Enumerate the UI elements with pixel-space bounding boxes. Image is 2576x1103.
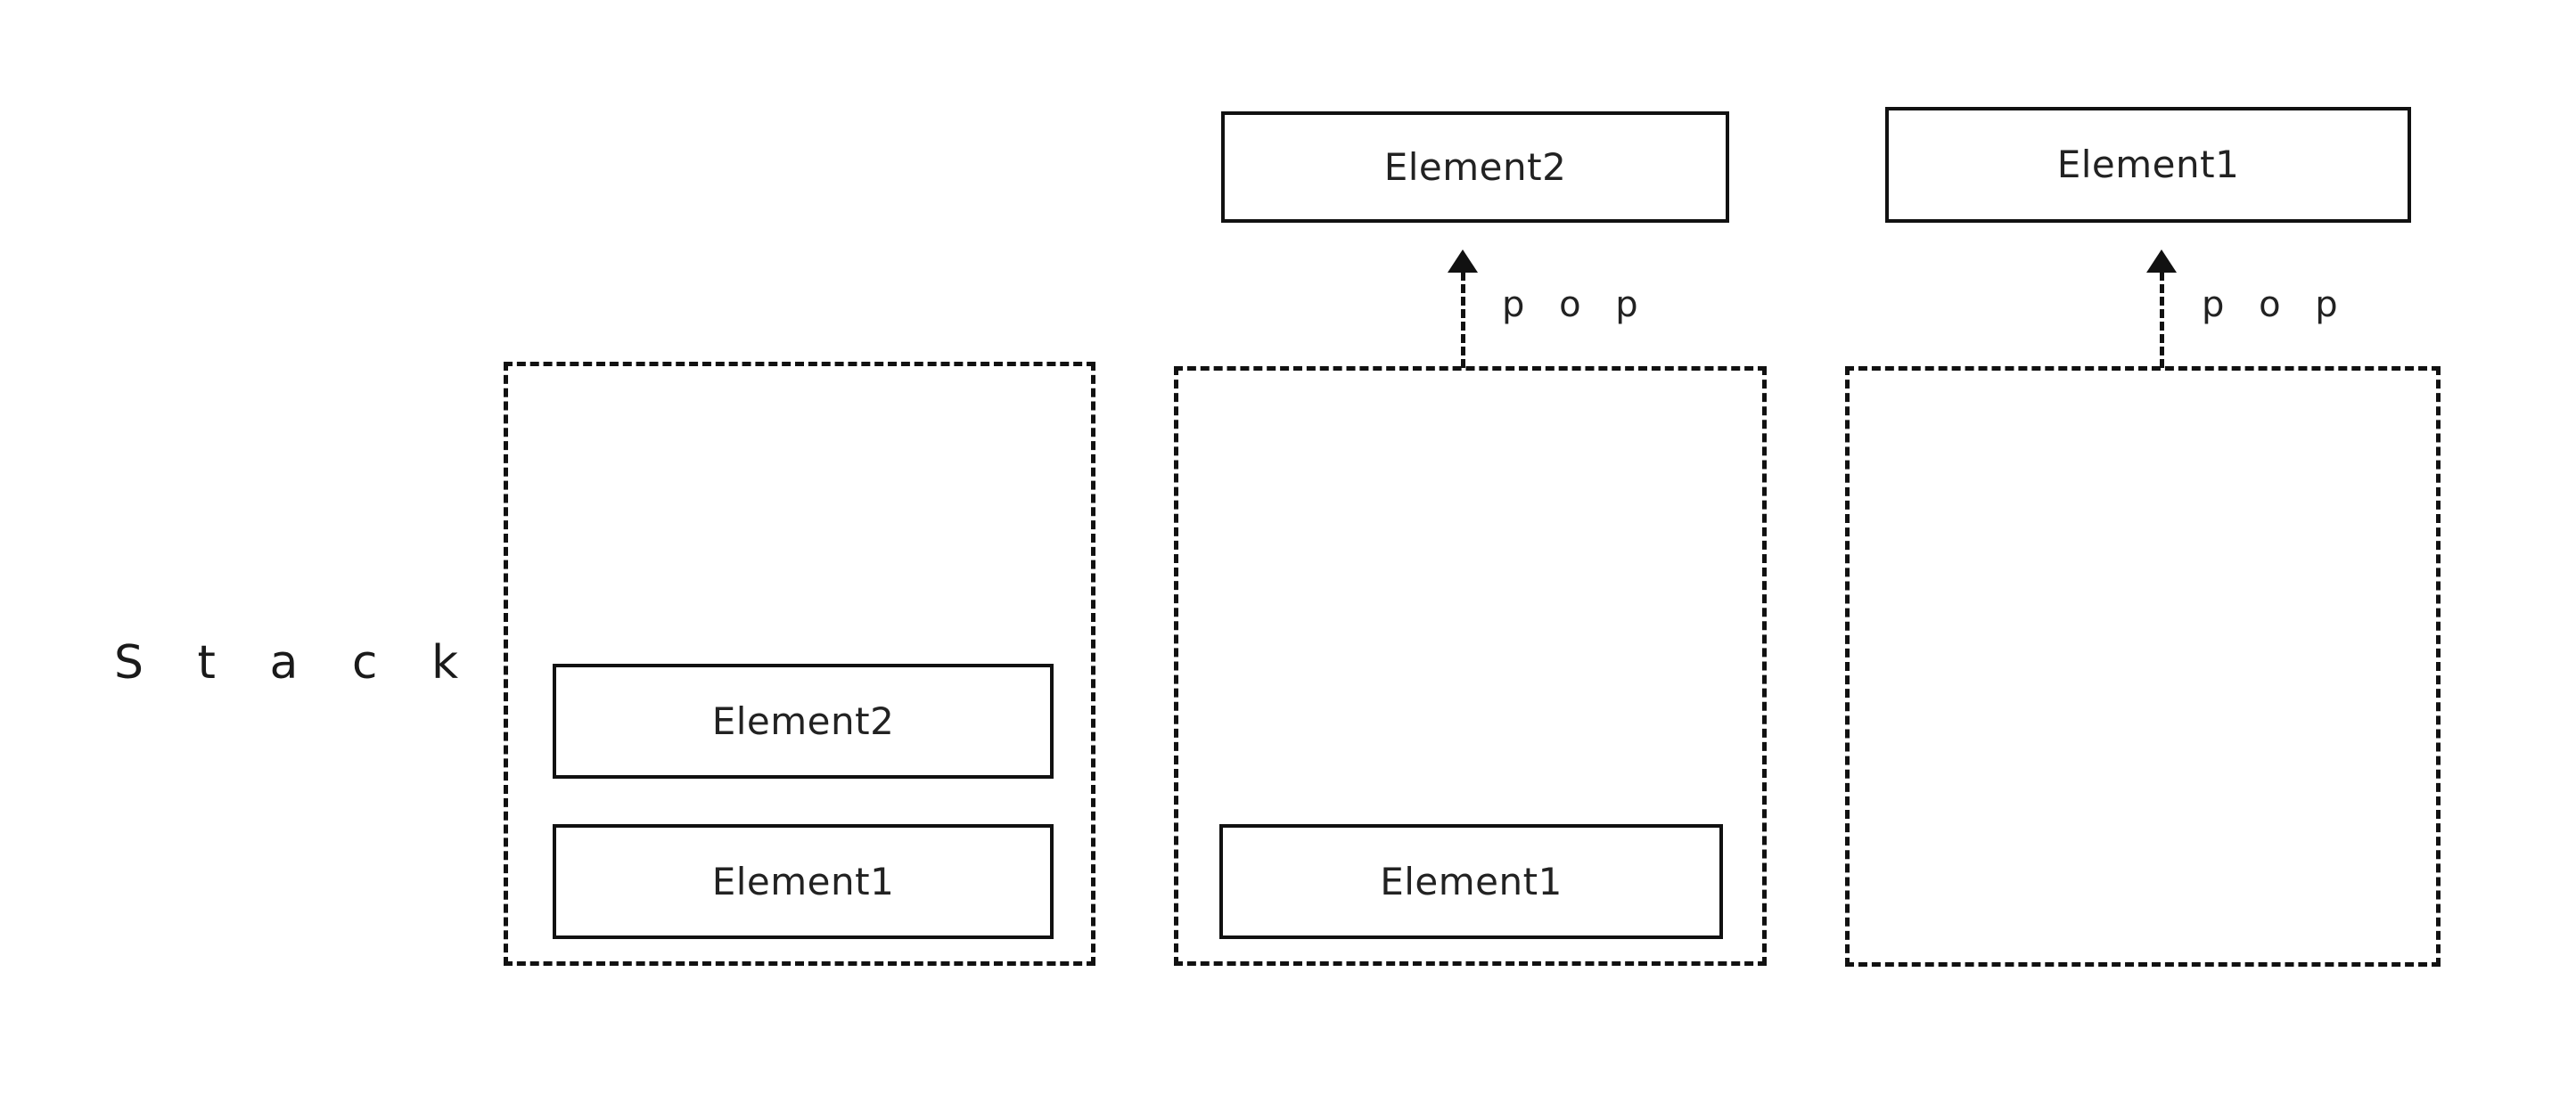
stack-container-after-first-pop — [1174, 366, 1767, 966]
pop-operation-label: p o p — [1502, 284, 1650, 325]
pop-arrow-line-icon — [2160, 272, 2164, 368]
stack-element-box[interactable]: Element2 — [553, 664, 1054, 779]
pop-operation-label: p o p — [2202, 284, 2350, 325]
stack-element-box[interactable]: Element1 — [553, 824, 1054, 939]
stack-container-initial — [504, 362, 1095, 966]
stack-container-after-second-pop — [1845, 366, 2441, 967]
stack-element-label: Element1 — [1380, 859, 1563, 903]
pop-arrow-head-icon — [2146, 249, 2177, 273]
stack-element-box[interactable]: Element1 — [1219, 824, 1723, 939]
pop-arrow-head-icon — [1448, 249, 1478, 273]
popped-element-box[interactable]: Element1 — [1885, 107, 2411, 223]
pop-arrow-line-icon — [1461, 272, 1465, 368]
stack-element-label: Element1 — [711, 859, 895, 903]
popped-element-label: Element1 — [2056, 143, 2240, 186]
popped-element-box[interactable]: Element2 — [1221, 111, 1729, 223]
stack-element-label: Element2 — [711, 699, 895, 743]
popped-element-label: Element2 — [1383, 144, 1567, 189]
page-title: S t a c k — [114, 636, 479, 690]
